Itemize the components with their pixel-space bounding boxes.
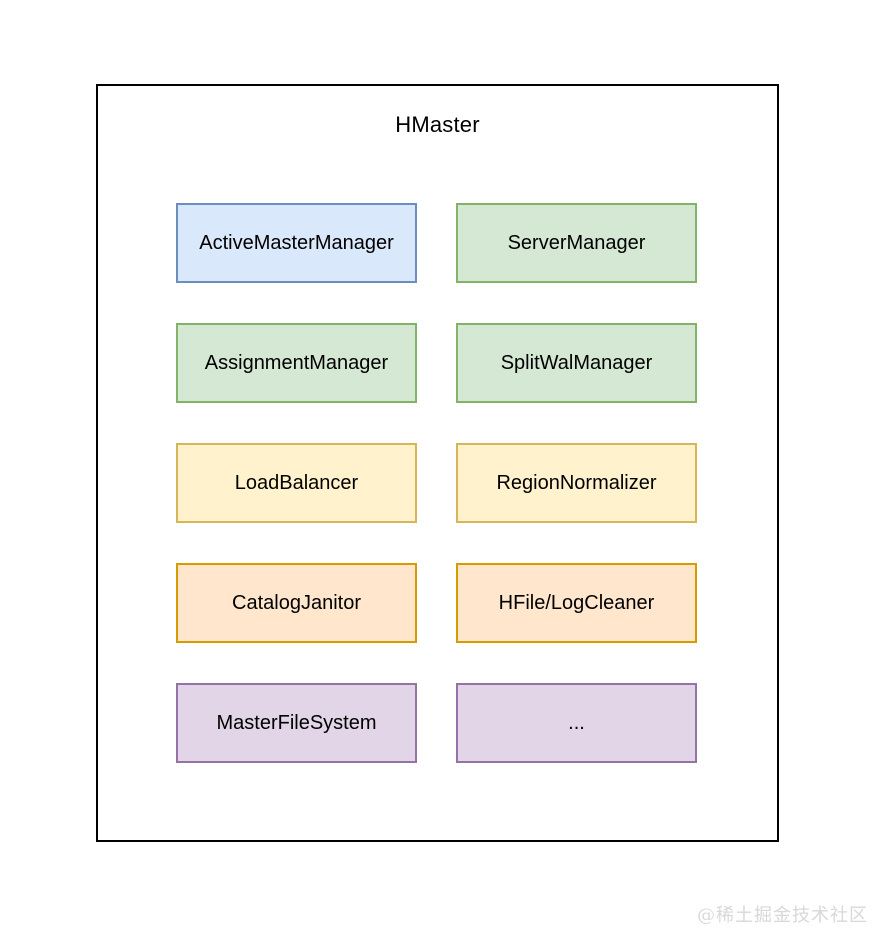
component-box: ActiveMasterManager [176, 203, 417, 283]
hmaster-container-box: HMaster ActiveMasterManager ServerManager… [96, 84, 779, 842]
watermark-text: @稀土掘金技术社区 [697, 905, 868, 926]
component-box: ... [456, 683, 697, 763]
component-box: ServerManager [456, 203, 697, 283]
component-box: LoadBalancer [176, 443, 417, 523]
component-box: CatalogJanitor [176, 563, 417, 643]
component-box: SplitWalManager [456, 323, 697, 403]
component-box: HFile/LogCleaner [456, 563, 697, 643]
diagram-title: HMaster [395, 112, 480, 137]
component-box: AssignmentManager [176, 323, 417, 403]
component-box: RegionNormalizer [456, 443, 697, 523]
component-box: MasterFileSystem [176, 683, 417, 763]
